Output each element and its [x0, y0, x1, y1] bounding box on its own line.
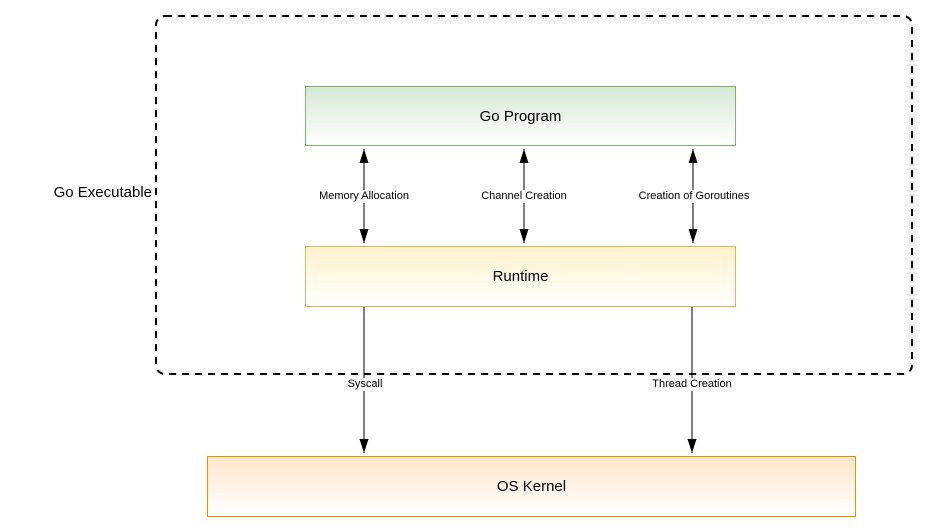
edge-label-creation-of-goroutines: Creation of Goroutines	[637, 190, 751, 203]
node-runtime: Runtime	[305, 246, 736, 307]
node-go-program: Go Program	[305, 86, 736, 146]
node-os-kernel: OS Kernel	[207, 456, 856, 517]
go-executable-label: Go Executable	[53, 184, 152, 201]
node-os-kernel-label: OS Kernel	[496, 478, 567, 495]
edge-label-syscall: Syscall	[346, 378, 384, 391]
edge-label-channel-creation: Channel Creation	[480, 190, 568, 203]
go-executable-container-border	[155, 15, 913, 375]
edge-label-memory-allocation: Memory Allocation	[318, 190, 410, 203]
edge-label-thread-creation: Thread Creation	[651, 378, 733, 391]
node-runtime-label: Runtime	[492, 268, 549, 285]
node-go-program-label: Go Program	[479, 107, 562, 125]
